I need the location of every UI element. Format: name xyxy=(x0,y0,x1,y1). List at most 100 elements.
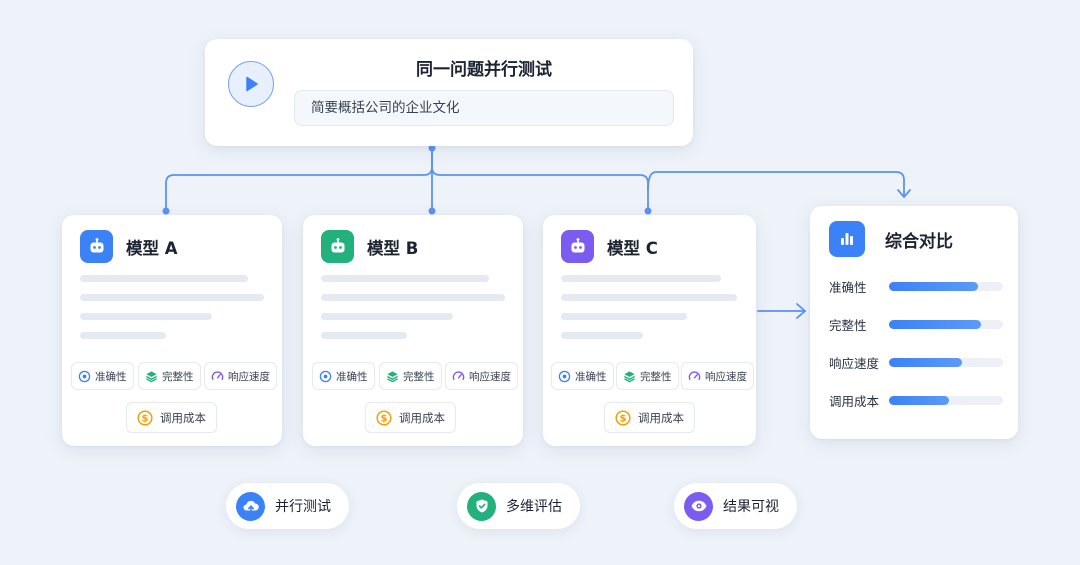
criterion-label: 调用成本 xyxy=(638,410,684,425)
criterion-label: 调用成本 xyxy=(160,410,206,425)
speedometer-icon xyxy=(211,370,224,380)
placeholder-line xyxy=(80,294,264,301)
model-header: 模型 C xyxy=(561,230,658,263)
placeholder-line xyxy=(561,294,737,301)
criterion-label: 响应速度 xyxy=(228,370,270,383)
model-name: 模型 A xyxy=(126,238,178,258)
feature-label: 多维评估 xyxy=(506,499,562,515)
criterion-label: 响应速度 xyxy=(469,370,511,383)
dollar-coin-icon: $ xyxy=(376,409,392,426)
criterion-call-cost[interactable]: $ 调用成本 xyxy=(604,402,695,433)
eye-icon xyxy=(684,491,713,521)
metric-bar xyxy=(889,282,1003,291)
metric-bar-fill xyxy=(889,396,950,405)
prompt-field[interactable]: 简要概括公司的企业文化 xyxy=(294,90,674,126)
placeholder-line xyxy=(561,275,721,282)
placeholder-line xyxy=(80,313,212,320)
layers-icon xyxy=(387,370,398,382)
model-card-a[interactable]: 模型 A 准确性 完整性 响应速度 $ 调用成本 xyxy=(62,215,282,446)
metric-bar-fill xyxy=(889,320,982,329)
target-icon xyxy=(558,370,571,382)
criterion-call-cost[interactable]: $ 调用成本 xyxy=(365,402,456,433)
target-icon xyxy=(78,370,91,382)
criterion-accuracy[interactable]: 准确性 xyxy=(551,362,614,390)
placeholder-line xyxy=(561,313,687,320)
criterion-label: 准确性 xyxy=(95,370,127,383)
criterion-accuracy[interactable]: 准确性 xyxy=(312,362,375,390)
play-icon xyxy=(246,76,258,92)
model-name: 模型 C xyxy=(607,238,658,258)
metric-label: 完整性 xyxy=(829,318,867,333)
cloud-upload-icon xyxy=(236,491,265,521)
comparison-title: 综合对比 xyxy=(885,231,953,252)
connector-to-model-a xyxy=(165,147,433,212)
criterion-label: 准确性 xyxy=(336,370,368,383)
feature-multi-dimensional-evaluation[interactable]: 多维评估 xyxy=(457,483,580,529)
shield-check-icon xyxy=(467,491,496,521)
model-header: 模型 A xyxy=(80,230,178,263)
connector-to-model-c xyxy=(431,166,649,212)
metric-label: 准确性 xyxy=(829,280,867,295)
criterion-completeness[interactable]: 完整性 xyxy=(138,362,201,390)
dollar-coin-icon: $ xyxy=(615,409,631,426)
criterion-label: 准确性 xyxy=(575,370,607,383)
robot-icon xyxy=(561,230,594,263)
metric-label: 响应速度 xyxy=(829,356,880,371)
criterion-response-speed[interactable]: 响应速度 xyxy=(445,362,518,390)
dollar-coin-icon: $ xyxy=(137,409,153,426)
svg-text:$: $ xyxy=(620,413,627,424)
feature-parallel-testing[interactable]: 并行测试 xyxy=(226,483,349,529)
svg-text:$: $ xyxy=(142,413,149,424)
metric-bar-fill xyxy=(889,358,962,367)
model-header: 模型 B xyxy=(321,230,418,263)
metric-bar xyxy=(889,320,1003,329)
criterion-call-cost[interactable]: $ 调用成本 xyxy=(126,402,217,433)
placeholder-line xyxy=(321,275,489,282)
question-title: 同一问题并行测试 xyxy=(416,60,552,80)
placeholder-line xyxy=(80,275,248,282)
metric-bar-fill xyxy=(889,282,978,291)
question-card: 同一问题并行测试 简要概括公司的企业文化 xyxy=(205,39,693,146)
criterion-completeness[interactable]: 完整性 xyxy=(616,362,679,390)
feature-visual-results[interactable]: 结果可视 xyxy=(674,483,797,529)
criterion-label: 响应速度 xyxy=(705,370,747,383)
metric-bar xyxy=(889,396,1003,405)
model-name: 模型 B xyxy=(367,238,419,258)
criterion-completeness[interactable]: 完整性 xyxy=(379,362,442,390)
svg-text:$: $ xyxy=(381,413,388,424)
feature-label: 结果可视 xyxy=(723,499,779,515)
criterion-label: 完整性 xyxy=(162,370,194,383)
metric-bar xyxy=(889,358,1003,367)
model-card-b[interactable]: 模型 B 准确性 完整性 响应速度 $ 调用成本 xyxy=(303,215,523,446)
placeholder-line xyxy=(80,332,166,339)
junction-dot-model-c xyxy=(644,207,652,215)
arrowhead-comparison-left xyxy=(796,303,806,319)
comparison-header: 综合对比 xyxy=(829,221,953,257)
criterion-label: 调用成本 xyxy=(399,410,445,425)
connector-to-comparison xyxy=(647,171,905,197)
criterion-label: 完整性 xyxy=(403,370,435,383)
speedometer-icon xyxy=(688,370,701,380)
junction-dot-model-b xyxy=(428,207,436,215)
criterion-accuracy[interactable]: 准确性 xyxy=(71,362,134,390)
robot-icon xyxy=(321,230,354,263)
criterion-response-speed[interactable]: 响应速度 xyxy=(204,362,277,390)
play-button[interactable] xyxy=(228,61,274,107)
bar-chart-icon xyxy=(829,221,865,257)
layers-icon xyxy=(146,370,157,382)
placeholder-line xyxy=(561,332,643,339)
comparison-card: 综合对比 准确性 完整性 响应速度 调用成本 xyxy=(810,206,1018,439)
layers-icon xyxy=(624,370,635,382)
criterion-label: 完整性 xyxy=(640,370,672,383)
arrowhead-comparison-top xyxy=(897,189,911,198)
target-icon xyxy=(319,370,332,382)
metric-label: 调用成本 xyxy=(829,394,880,409)
speedometer-icon xyxy=(452,370,465,380)
placeholder-line xyxy=(321,313,453,320)
robot-icon xyxy=(80,230,113,263)
placeholder-line xyxy=(321,332,407,339)
criterion-response-speed[interactable]: 响应速度 xyxy=(681,362,754,390)
feature-label: 并行测试 xyxy=(275,499,331,515)
model-card-c[interactable]: 模型 C 准确性 完整性 响应速度 $ 调用成本 xyxy=(543,215,756,446)
